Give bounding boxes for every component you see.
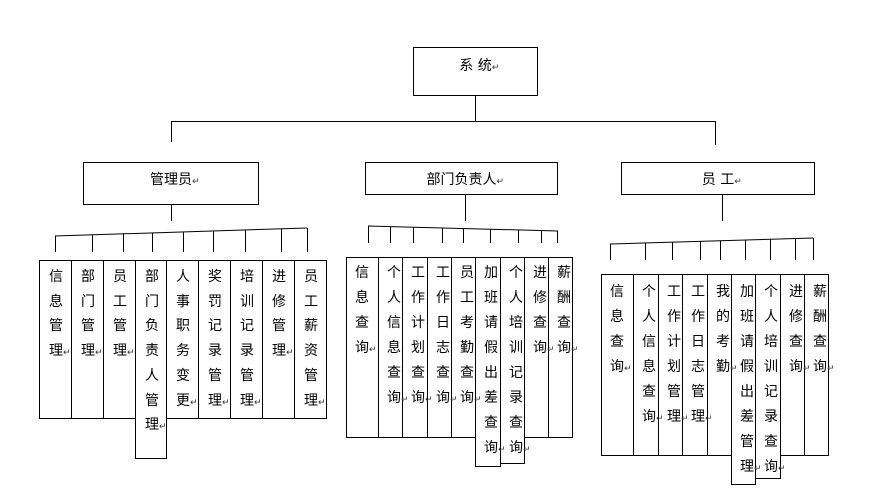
employee-function-node: 工作日志管理↵ xyxy=(682,274,713,456)
node-text: 管理员↵ xyxy=(150,171,200,188)
label-column: 员工考勤查询↵ xyxy=(460,261,482,413)
function-label: 进修管理 xyxy=(272,269,286,360)
label-column: 部门管理↵ xyxy=(81,269,103,360)
function-label: 加班请假出差查询 xyxy=(484,265,498,456)
function-label: 我的考勤 xyxy=(716,284,730,375)
admin-function-node: 培训记录管理↵ xyxy=(230,260,263,419)
label-column: 人事职务变更↵ xyxy=(176,269,198,409)
function-label: 工作计划管理 xyxy=(667,284,681,425)
label-column: 个人培训记录查询↵ xyxy=(764,284,786,475)
admin-function-node: 进修管理↵ xyxy=(262,260,295,419)
admin-function-node: 员工薪资管理↵ xyxy=(294,260,327,419)
function-label: 个人培训记录查询 xyxy=(509,265,523,456)
admin-function-node: 信息管理↵ xyxy=(39,260,72,419)
function-label: 个人培训记录查询 xyxy=(764,284,778,475)
label-column: 工作计划查询↵ xyxy=(411,261,433,413)
node-text: 员 工↵ xyxy=(701,171,742,188)
function-label: 信息查询 xyxy=(610,284,624,375)
label-column: 员工薪资管理↵ xyxy=(304,269,326,409)
label-column: 加班请假出差管理↵ xyxy=(740,280,762,482)
label-column: 个人信息查询↵ xyxy=(642,280,664,432)
function-label: 培训记录管理 xyxy=(240,269,254,409)
function-label: 薪酬查询 xyxy=(813,284,827,375)
function-label: 员工管理 xyxy=(113,269,127,360)
role-label: 管理员 xyxy=(150,171,192,188)
dept-head-function-node: 工作计划查询↵ xyxy=(402,257,433,438)
label-column: 薪酬查询↵ xyxy=(557,265,579,356)
label-column: 培训记录管理↵ xyxy=(240,269,262,409)
function-label: 个人信息查询 xyxy=(387,265,401,406)
node-text: 系 统↵ xyxy=(459,57,500,74)
label-column: 进修查询↵ xyxy=(789,280,811,382)
employee-function-node: 个人培训记录查询↵ xyxy=(755,274,786,479)
admin-function-node: 部门负责人管理↵ xyxy=(135,260,167,459)
dept-head-function-node: 员工考勤查询↵ xyxy=(451,257,482,438)
function-label: 加班请假出差管理 xyxy=(740,284,754,475)
function-label: 进修查询 xyxy=(789,284,803,375)
label-column: 信息管理↵ xyxy=(49,269,71,360)
employee-function-node: 进修查询↵ xyxy=(780,274,811,456)
connector-employee-bus xyxy=(609,237,814,245)
employee-function-node: 信息查询↵ xyxy=(601,274,634,456)
role-label: 员 工 xyxy=(701,171,735,188)
label-column: 薪酬查询↵ xyxy=(813,284,835,375)
function-label: 工作计划查询 xyxy=(411,265,425,406)
dept-head-function-node: 加班请假出差查询↵ xyxy=(475,257,506,467)
role-node-dept-head: 部门负责人↵ xyxy=(365,162,558,195)
label-column: 信息查询↵ xyxy=(355,265,377,356)
label-column: 工作计划管理↵ xyxy=(667,280,689,432)
node-text: 部门负责人↵ xyxy=(426,171,505,188)
label-column: 员工管理↵ xyxy=(113,269,135,360)
label-column: 奖罚记录管理↵ xyxy=(208,269,230,409)
dept-head-function-node: 信息查询↵ xyxy=(346,257,379,438)
function-label: 奖罚记录管理 xyxy=(208,269,222,409)
function-label: 信息管理 xyxy=(49,269,63,360)
label-column: 进修管理↵ xyxy=(272,269,294,360)
function-label: 人事职务变更 xyxy=(176,269,190,409)
role-label: 部门负责人 xyxy=(426,171,497,188)
label-column: 工作日志查询↵ xyxy=(436,261,458,413)
dept-head-function-node: 个人培训记录查询↵ xyxy=(500,257,531,464)
dept-head-function-node: 薪酬查询↵ xyxy=(548,257,579,438)
admin-function-node: 部门管理↵ xyxy=(71,260,104,419)
employee-function-node: 个人信息查询↵ xyxy=(633,274,664,456)
root-label: 系 统 xyxy=(459,57,492,74)
employee-function-node: 薪酬查询↵ xyxy=(804,274,835,456)
function-label: 个人信息查询 xyxy=(642,284,656,425)
connector-admin-bus xyxy=(54,227,308,237)
function-label: 信息查询 xyxy=(355,265,369,356)
admin-function-node: 员工管理↵ xyxy=(103,260,136,419)
function-label: 工作日志管理 xyxy=(691,284,705,425)
dept-head-function-node: 个人信息查询↵ xyxy=(378,257,409,438)
dept-head-function-node: 进修查询↵ xyxy=(524,257,555,438)
dept-head-function-node: 工作日志查询↵ xyxy=(427,257,458,438)
function-label: 薪酬查询 xyxy=(557,265,571,356)
root-node-system: 系 统↵ xyxy=(413,47,538,96)
admin-function-node: 奖罚记录管理↵ xyxy=(198,260,231,419)
admin-function-node: 人事职务变更↵ xyxy=(166,260,199,419)
function-label: 部门管理 xyxy=(81,269,95,360)
label-column: 我的考勤↵ xyxy=(716,280,738,382)
employee-function-node: 工作计划管理↵ xyxy=(658,274,689,456)
label-column: 进修查询↵ xyxy=(533,261,555,363)
function-label: 工作日志查询 xyxy=(436,265,450,406)
label-column: 加班请假出差查询↵ xyxy=(484,261,506,463)
function-label: 员工薪资管理 xyxy=(304,269,318,409)
label-column: 信息查询↵ xyxy=(610,284,632,375)
role-node-admin: 管理员↵ xyxy=(83,162,259,205)
label-column: 工作日志管理↵ xyxy=(691,280,713,432)
function-label: 部门负责人管理 xyxy=(145,269,159,434)
role-node-employee: 员 工↵ xyxy=(621,162,815,195)
function-label: 员工考勤查询 xyxy=(460,265,474,406)
employee-function-node: 我的考勤↵ xyxy=(707,274,738,456)
employee-function-node: 加班请假出差管理↵ xyxy=(731,274,762,485)
label-column: 部门负责人管理↵ xyxy=(145,269,167,434)
label-column: 个人培训记录查询↵ xyxy=(509,265,531,456)
function-label: 进修查询 xyxy=(533,265,547,356)
label-column: 个人信息查询↵ xyxy=(387,261,409,413)
